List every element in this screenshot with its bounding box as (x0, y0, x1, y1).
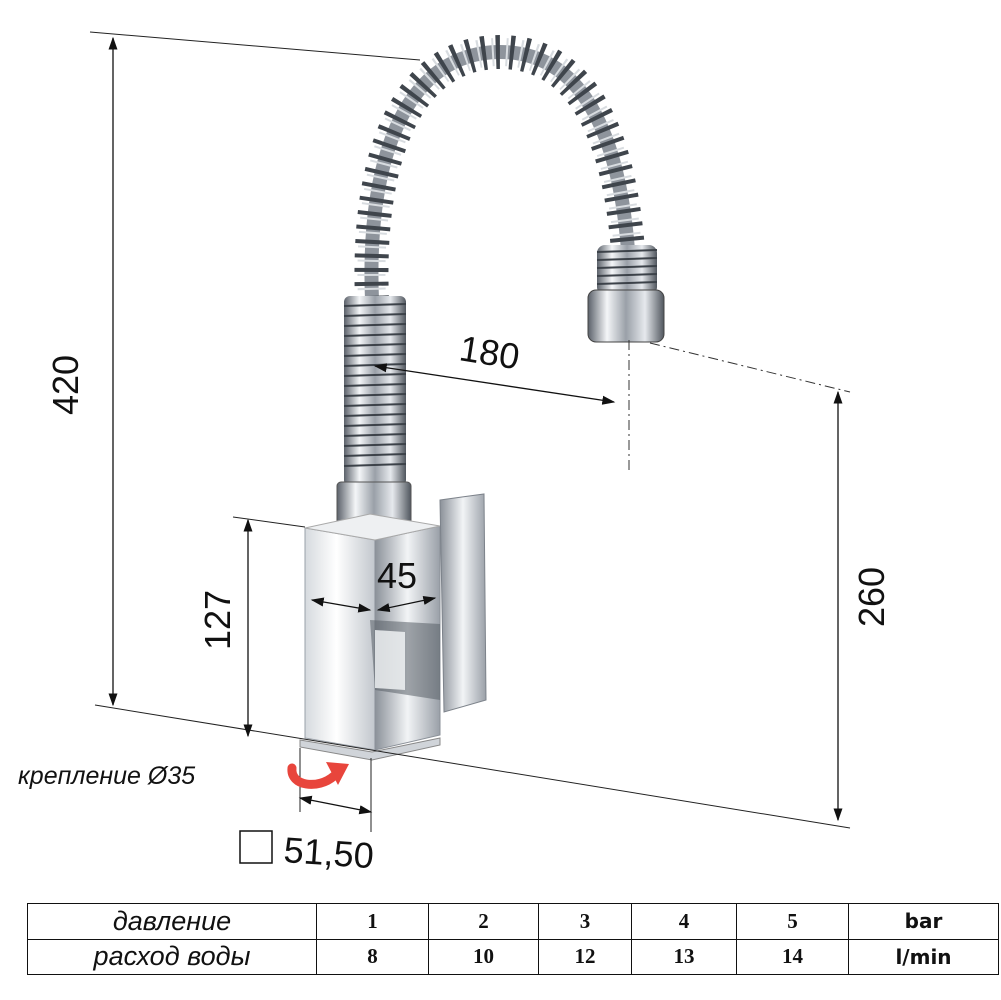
label-total-height: 420 (45, 355, 86, 415)
lever-light (375, 630, 405, 690)
pressure-value: 4 (631, 903, 737, 940)
flow-value: 13 (631, 938, 737, 975)
outlet-spring-rings (596, 249, 658, 285)
outlet-projection-line (649, 342, 851, 393)
faucet-illustration (299, 34, 665, 761)
square-symbol-icon (239, 830, 273, 864)
flow-value: 14 (736, 938, 849, 975)
ext-top (89, 31, 421, 61)
pressure-value: 2 (428, 903, 539, 940)
lever-handle (439, 493, 487, 713)
label-body-width: 45 (377, 555, 417, 596)
faucet-dimension-drawing: 420 260 127 180 45 крепление Ø35 51,50 (18, 31, 892, 876)
label-body-height: 127 (197, 590, 238, 650)
row-label-flow: расход воды (27, 938, 317, 975)
pressure-value: 5 (736, 903, 849, 940)
flow-value: 12 (538, 938, 632, 975)
base-plate (299, 737, 441, 761)
table-row-pressure: давление 1 2 3 4 5 bar (27, 903, 999, 940)
pressure-value: 3 (538, 903, 632, 940)
spec-table: давление 1 2 3 4 5 bar расход воды 8 10 … (27, 903, 999, 975)
label-outlet-height: 260 (851, 567, 892, 627)
flow-unit: l/min (848, 938, 999, 975)
spring-coil-highlight (357, 37, 642, 301)
pressure-value: 1 (316, 903, 429, 940)
flow-value: 8 (316, 938, 429, 975)
label-base-square: 51,50 (282, 829, 375, 876)
label-mount: крепление Ø35 (18, 762, 195, 790)
ext-body-top (232, 516, 306, 528)
dim-line-180 (373, 363, 616, 405)
row-label-pressure: давление (27, 903, 317, 940)
pressure-unit: bar (848, 903, 999, 940)
dim-line-51-50 (298, 795, 373, 815)
label-spout-reach: 180 (457, 327, 523, 377)
table-row-flow: расход воды 8 10 12 13 14 l/min (27, 938, 999, 975)
ext-ground (94, 704, 851, 829)
dim-line-45-right (376, 595, 437, 613)
dimension-lines (89, 31, 851, 832)
body-front (304, 527, 376, 751)
dim-line-45-left (310, 597, 372, 613)
outlet-nozzle (587, 289, 665, 343)
spring-coil (354, 34, 645, 301)
rotation-arrow-icon (287, 762, 349, 789)
flow-value: 10 (428, 938, 539, 975)
